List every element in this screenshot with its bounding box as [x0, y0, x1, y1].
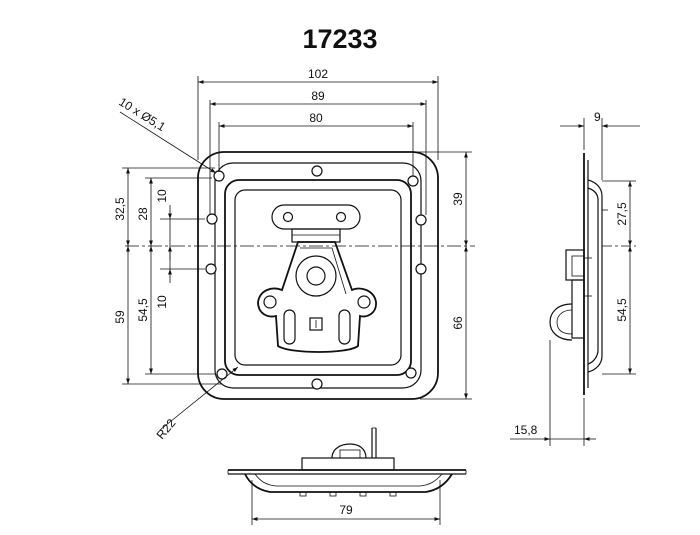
mounting-hole — [405, 367, 417, 379]
dim-66: 66 — [451, 316, 465, 330]
side-handle-body — [571, 279, 585, 339]
hinge-rivet-left — [282, 211, 294, 223]
mounting-hole — [311, 165, 323, 177]
handle-logo — [309, 317, 323, 331]
handle-slot-left — [283, 309, 296, 345]
hinge-barrel — [291, 228, 341, 243]
side-ring — [549, 303, 573, 341]
mounting-hole — [415, 263, 427, 275]
mounting-hole — [205, 263, 217, 275]
hinge-rivet-right — [335, 211, 347, 223]
mounting-hole — [407, 175, 419, 187]
dim-102: 102 — [308, 67, 328, 81]
mounting-hole — [415, 214, 427, 226]
front-view-dimensions: 102 89 80 10 x Ø5,1 32,5 28 10 10 59 54,… — [113, 67, 472, 442]
handle-slot-right — [338, 309, 351, 345]
latch-handle — [257, 241, 377, 353]
dim-59: 59 — [113, 310, 127, 324]
side-view — [549, 153, 636, 395]
dim-side-15-8: 15,8 — [514, 423, 538, 437]
dim-54-5: 54,5 — [136, 298, 150, 322]
dim-10-bottom: 10 — [155, 295, 169, 309]
dim-28: 28 — [136, 207, 150, 221]
mounting-hole — [216, 368, 228, 380]
side-hinge-block — [565, 249, 585, 281]
dim-r22: R22 — [154, 416, 179, 442]
outer-flange — [197, 151, 439, 400]
dim-10-top: 10 — [155, 189, 169, 203]
drawing-title: 17233 — [302, 24, 377, 54]
dish-inner — [234, 189, 402, 366]
dim-side-54-5: 54,5 — [615, 298, 629, 322]
dim-side-9: 9 — [594, 110, 601, 124]
dim-80: 80 — [309, 111, 323, 125]
dim-79: 79 — [339, 503, 353, 517]
handle-ear-right — [357, 295, 371, 309]
mounting-hole — [311, 378, 323, 390]
bottom-handle — [301, 457, 395, 471]
dish-outer — [224, 179, 412, 376]
latch-disc — [295, 255, 337, 297]
dim-89: 89 — [311, 89, 325, 103]
latch-disc-center — [306, 266, 326, 286]
dim-32-5: 32,5 — [113, 197, 127, 221]
bottom-view-dimensions: 79 — [251, 480, 441, 525]
mounting-hole — [206, 213, 218, 225]
side-view-dimensions: 9 27,5 54,5 15,8 — [510, 110, 640, 446]
handle-ear-left — [263, 295, 277, 309]
front-view — [125, 151, 475, 400]
bottom-dish — [244, 473, 453, 493]
bottom-view — [227, 427, 467, 497]
dim-side-27-5: 27,5 — [615, 202, 629, 226]
dim-39: 39 — [451, 192, 465, 206]
